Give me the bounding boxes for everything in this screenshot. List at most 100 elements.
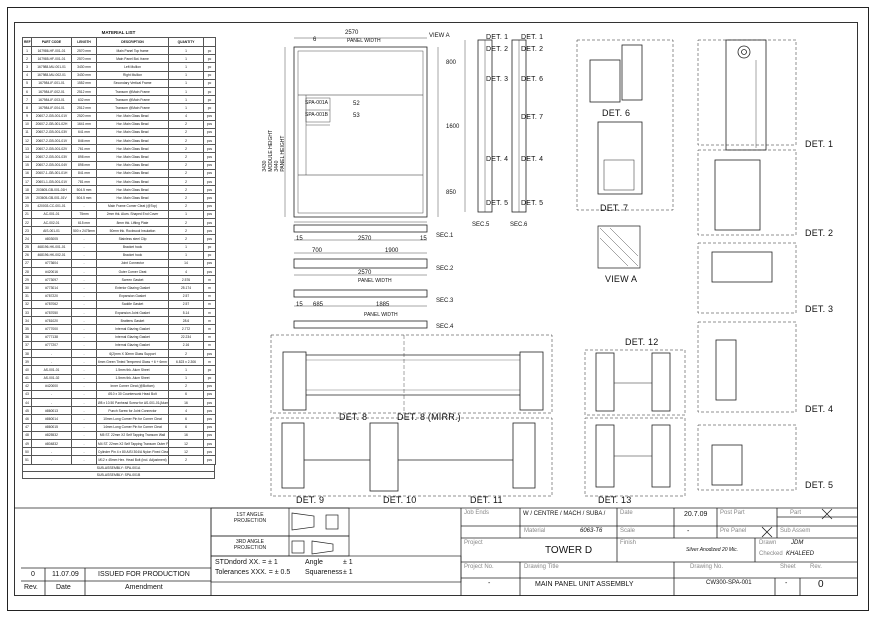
height-label: 3430 MODULE HEIGHT 3440 PANEL HEIGHT [262, 130, 286, 172]
material-cell: 32 [22, 299, 32, 310]
material-cell: pcs [203, 398, 216, 408]
det-9: DET. 9 [296, 495, 325, 505]
material-cell: 20607-1-GB-001-01H [31, 168, 72, 179]
material-header-4: QUANTITY [168, 37, 204, 47]
material-cell: 20607-2-GB-001-03V [31, 127, 72, 138]
view-a: VIEW A [605, 274, 638, 284]
material-cell: #777000 [31, 324, 72, 334]
squareness-value: ± 1 [343, 569, 353, 576]
material-cell: pc [203, 45, 216, 56]
material-cell: Inner Corner Cleat (@Bottom) [96, 381, 169, 391]
material-cell: 468196-HK-002-01 [31, 250, 72, 260]
det-2: DET. 2 [805, 228, 834, 238]
material-cell: 30 [22, 283, 32, 293]
checked-label: Checked [759, 551, 783, 557]
det-11: DET. 11 [470, 495, 503, 505]
det-6: DET. 6 [602, 108, 631, 118]
material-cell: M5 ST. 22mm X2 Self Tapping Transom Wall [96, 430, 169, 441]
det-1: DET. 1 [805, 139, 834, 149]
date-value: 20.7.09 [684, 511, 708, 518]
material-cell: 43 [22, 389, 32, 400]
material-cell: 6(2)mm X 30mm Glass Support [96, 348, 169, 359]
material-cell: 16 [168, 398, 204, 408]
material-cell: Hor. Main Glass Bead [96, 152, 169, 162]
det-1-b: DET. 1 [521, 34, 544, 41]
material-cell: pcs [203, 455, 216, 465]
material-cell: 8mm thk. Lifting Plate [96, 217, 169, 228]
material-cell: 19 [22, 193, 32, 203]
material-cell: - [71, 275, 97, 285]
material-cell: Bracket hook [96, 242, 169, 252]
material-cell: 1 [22, 45, 32, 56]
material-cell: - [71, 291, 97, 301]
material-cell: - [71, 373, 97, 383]
third-angle-projection: 3RD ANGLE PROJECTION [233, 539, 267, 551]
material-cell: - [71, 398, 97, 408]
material-cell: 1 [168, 242, 204, 252]
material-cell: #420000 [31, 381, 72, 391]
material-cell: 4 [168, 111, 204, 121]
material-cell: 12 [22, 136, 32, 146]
material-cell: pcs [203, 119, 216, 129]
material-cell: 8 [22, 103, 32, 113]
material-cell: Hor. Main Glass Bead [96, 144, 169, 154]
material-cell: - [71, 340, 97, 350]
material-cell: 27 [22, 258, 32, 269]
sec-3-label: SEC.3 [436, 298, 454, 304]
dim-2570b: 2570 [358, 236, 372, 242]
material-cell: #787220 [31, 291, 72, 301]
material-cell: Secondary Vertical Frame [96, 78, 169, 88]
material-cell: 4 [168, 267, 204, 277]
det-8-mirror: DET. 8 (MIRR.) [397, 412, 461, 422]
material-cell: 6 [168, 422, 204, 432]
material-cell: Internal Glazing Gasket [96, 332, 169, 342]
material-cell: 898 mm [71, 152, 97, 162]
material-cell: 1 [168, 250, 204, 260]
material-cell: pc [203, 54, 216, 64]
material-cell: 167984-IF-003-01 [31, 95, 72, 105]
material-cell: pcs [203, 438, 216, 449]
material-cell: - [31, 455, 72, 465]
material-cell: Outer Corner Cleat [96, 267, 169, 277]
material-cell: #773097 [31, 275, 72, 285]
material-cell: 1 [168, 86, 204, 97]
material-cell: 4 [168, 406, 204, 416]
material-cell: m [203, 307, 216, 318]
det-2-b: DET. 2 [521, 46, 544, 53]
material-cell: Right Mullion [96, 70, 169, 80]
material-cell: 25.174 [168, 283, 204, 293]
material-cell: - [31, 447, 72, 457]
material-cell: Hor. Main Glass Bead [96, 136, 169, 146]
material-cell: pc [203, 95, 216, 105]
view-a-label: VIEW A [429, 33, 450, 39]
material-cell: #420016 [31, 267, 72, 277]
material-cell: - [71, 365, 97, 375]
material-cell: 167986-HF-001-01 [31, 45, 72, 56]
material-cell: - [71, 357, 97, 367]
material-cell: 1.5mm thk. Alum Sheet [96, 365, 169, 375]
material-cell: pc [203, 365, 216, 375]
drawing-title-label: Drawing Title [524, 564, 559, 570]
material-cell: Saddle Gasket [96, 299, 169, 310]
material-cell: - [71, 267, 97, 277]
material-cell: Punch Screw for Joint Connector [96, 406, 169, 416]
material-cell: - [71, 242, 97, 252]
material-cell: 504.5 mm [71, 193, 97, 203]
material-cell: 20607-2-GB-001-01V [31, 111, 72, 121]
material-cell: 35 [22, 324, 32, 334]
material-cell: Joint Connector [96, 258, 169, 269]
material-cell: 42 [22, 381, 32, 391]
panel-width-2: PANEL WIDTH [358, 278, 392, 284]
material-cell: 20601-1-GB-001-01V [31, 176, 72, 187]
material-cell: Hor. Main Glass Bead [96, 185, 169, 195]
dim-1900: 1900 [385, 248, 399, 254]
material-cell: m [203, 291, 216, 301]
